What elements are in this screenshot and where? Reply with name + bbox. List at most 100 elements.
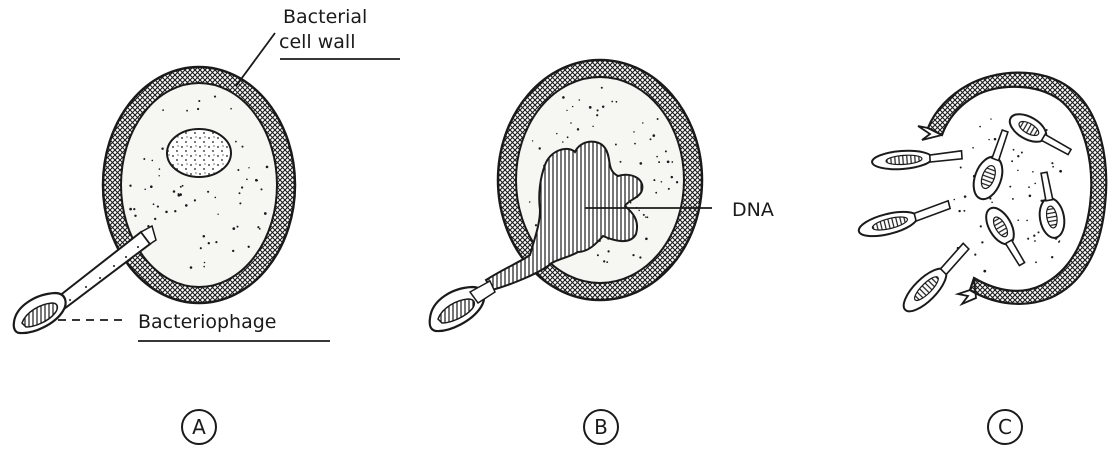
cytoplasm-dot xyxy=(173,190,176,193)
cytoplasm-dot xyxy=(144,189,146,191)
cytoplasm-dot xyxy=(242,146,244,148)
cytoplasm-dot xyxy=(214,197,216,199)
cytoplasm-dot xyxy=(539,147,541,149)
released-phage xyxy=(856,199,952,241)
cytoplasm-dot xyxy=(237,226,239,228)
cytoplasm-dot xyxy=(214,96,216,98)
cytoplasm-dot xyxy=(567,136,569,138)
cytoplasm-dot xyxy=(1028,186,1030,188)
cytoplasm-dot xyxy=(988,139,989,140)
cytoplasm-dot xyxy=(186,110,188,112)
cytoplasm-dot xyxy=(981,241,983,243)
cytoplasm-dot xyxy=(180,186,182,188)
cytoplasm-dot xyxy=(643,214,645,216)
cytoplasm-dot xyxy=(203,266,205,268)
cytoplasm-dot xyxy=(572,106,573,107)
cytoplasm-dot xyxy=(647,216,649,218)
cytoplasm-dot xyxy=(671,176,673,178)
cytoplasm-dot xyxy=(615,144,617,146)
cytoplasm-dot xyxy=(579,99,581,101)
cytoplasm-dot xyxy=(150,185,153,188)
cytoplasm-dot xyxy=(566,110,567,111)
cytoplasm-dot xyxy=(1035,261,1037,263)
cytoplasm-dot xyxy=(1052,166,1054,168)
cytoplasm-dot xyxy=(264,212,267,215)
cytoplasm-dot xyxy=(980,225,982,227)
cytoplasm-dot xyxy=(1033,235,1035,237)
bacterial-dna-a xyxy=(167,129,231,177)
released-phage xyxy=(1005,108,1075,161)
cytoplasm-dot xyxy=(1011,160,1013,162)
cytoplasm-dot xyxy=(972,147,974,149)
cytoplasm-dot xyxy=(157,206,159,208)
cytoplasm-dot xyxy=(1034,240,1036,242)
cytoplasm-dot xyxy=(239,202,241,204)
cytoplasm-dot xyxy=(215,241,217,243)
cytoplasm-dot xyxy=(645,238,648,241)
released-phage xyxy=(968,127,1017,204)
cytoplasm-dot xyxy=(633,131,635,133)
cytoplasm-dot xyxy=(1012,198,1014,200)
cytoplasm-dot xyxy=(203,235,206,238)
cytoplasm-dot xyxy=(963,210,965,212)
cytoplasm-dot xyxy=(1058,241,1060,243)
cytoplasm-dot xyxy=(153,203,155,205)
cytoplasm-dot xyxy=(161,147,163,149)
cytoplasm-dot xyxy=(597,109,599,111)
cytoplasm-dot xyxy=(1017,155,1019,157)
cytoplasm-dot xyxy=(632,254,634,256)
cell-wall-label-line1: Bacterial xyxy=(283,6,367,28)
cytoplasm-dot xyxy=(638,210,640,212)
cytoplasm-dot xyxy=(668,188,670,190)
cytoplasm-dot xyxy=(983,270,986,273)
cytoplasm-dot xyxy=(237,169,239,171)
cytoplasm-dot xyxy=(158,175,159,176)
cytoplasm-dot xyxy=(194,199,196,201)
cytoplasm-dot xyxy=(1038,231,1040,233)
cytoplasm-dot xyxy=(266,166,269,169)
cytoplasm-dot xyxy=(232,227,235,230)
cytoplasm-dot xyxy=(230,108,232,110)
cytoplasm-dot xyxy=(964,195,967,198)
cytoplasm-dot xyxy=(954,199,956,201)
released-phage xyxy=(980,203,1031,269)
cytoplasm-dot xyxy=(658,161,660,163)
cytoplasm-dot xyxy=(260,188,262,190)
cytoplasm-dot xyxy=(577,128,579,130)
cytoplasm-dot xyxy=(596,114,598,116)
cytoplasm-dot xyxy=(979,126,981,128)
cytoplasm-dot xyxy=(217,214,218,215)
cytoplasm-dot xyxy=(656,156,658,158)
cytoplasm-dot xyxy=(611,101,613,103)
cytoplasm-dot xyxy=(154,218,156,220)
cytoplasm-dot xyxy=(974,254,976,256)
cytoplasm-dot xyxy=(602,106,604,108)
cytoplasm-dot xyxy=(606,261,608,263)
panel-a-attachment: A xyxy=(14,67,295,444)
cytoplasm-dot xyxy=(570,122,572,124)
cytoplasm-dot xyxy=(603,260,605,262)
cytoplasm-dot xyxy=(562,141,564,143)
cytoplasm-dot xyxy=(616,101,618,103)
cytoplasm-dot xyxy=(248,246,250,248)
cytoplasm-dot xyxy=(1059,170,1062,173)
cytoplasm-dot xyxy=(162,109,164,111)
cytoplasm-dot xyxy=(601,87,603,89)
cytoplasm-dot xyxy=(958,210,960,212)
cytoplasm-dot xyxy=(165,211,168,214)
cytoplasm-dot xyxy=(208,242,210,244)
cytoplasm-dot xyxy=(556,133,557,134)
panel-b-label: B xyxy=(594,415,608,439)
cytoplasm-dot xyxy=(671,161,673,163)
cytoplasm-dot xyxy=(532,140,533,141)
cytoplasm-dot xyxy=(257,226,259,228)
cytoplasm-dot xyxy=(589,106,592,109)
cytoplasm-a xyxy=(121,83,277,287)
cytoplasm-dot xyxy=(645,216,646,217)
released-phage xyxy=(871,147,962,171)
cytoplasm-dot xyxy=(607,250,609,252)
cytoplasm-dot xyxy=(639,256,641,258)
cytoplasm-dot xyxy=(179,193,182,196)
cytoplasm-dot xyxy=(1032,171,1034,173)
